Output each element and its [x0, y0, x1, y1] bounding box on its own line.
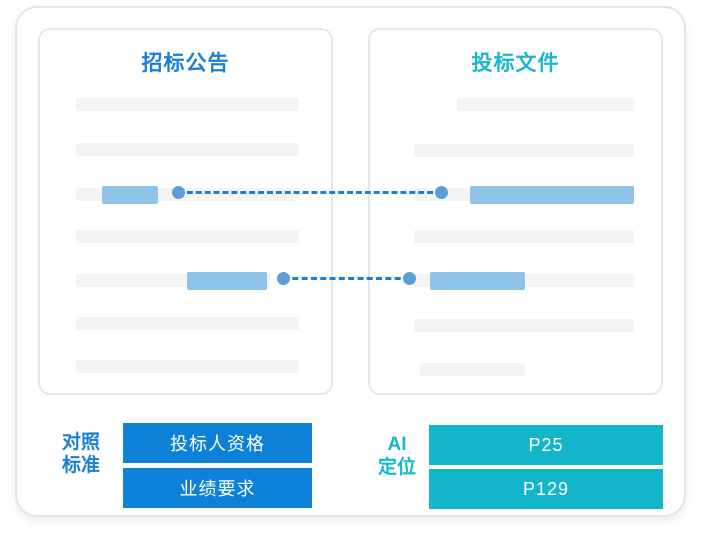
- highlight-bar-qualification: [102, 186, 158, 204]
- tender-announcement-card: 招标公告: [38, 28, 333, 395]
- text-line-placeholder: [76, 360, 299, 373]
- page-p129-button[interactable]: P129: [429, 469, 663, 509]
- text-line-placeholder: [76, 317, 299, 330]
- compare-standard-label-line2: 标准: [61, 455, 100, 476]
- text-line-placeholder: [414, 319, 634, 332]
- page-p25-button[interactable]: P25: [429, 425, 663, 465]
- bidder-qualification-button[interactable]: 投标人资格: [123, 423, 312, 463]
- text-line-placeholder: [457, 98, 634, 111]
- bid-document-title: 投标文件: [471, 52, 560, 75]
- connector-dot: [172, 186, 185, 199]
- highlight-bar-performance: [187, 272, 267, 290]
- performance-requirement-button[interactable]: 业绩要求: [123, 468, 312, 508]
- connector-dot: [403, 272, 416, 285]
- ai-locate-label-line2: 定位: [377, 457, 416, 478]
- connector-dot: [277, 272, 290, 285]
- compare-standard-label-line1: 对照: [61, 432, 100, 453]
- connector-dot: [435, 186, 448, 199]
- text-line-placeholder: [414, 144, 634, 157]
- text-line-placeholder: [414, 230, 634, 243]
- text-line-placeholder: [420, 363, 525, 376]
- highlight-bar-page129: [430, 272, 525, 290]
- text-line-placeholder: [76, 98, 299, 111]
- ai-locate-label: AI 定位: [369, 433, 425, 479]
- match-connector-line-2: [283, 277, 410, 280]
- compare-standard-label: 对照 标准: [53, 431, 109, 477]
- match-connector-line-1: [178, 191, 442, 194]
- text-line-placeholder: [76, 230, 299, 243]
- text-line-placeholder: [76, 143, 299, 156]
- tender-announcement-title: 招标公告: [141, 52, 230, 75]
- ai-locate-label-line1: AI: [387, 434, 407, 455]
- bid-document-card: 投标文件: [368, 28, 663, 395]
- highlight-bar-page25: [470, 186, 634, 204]
